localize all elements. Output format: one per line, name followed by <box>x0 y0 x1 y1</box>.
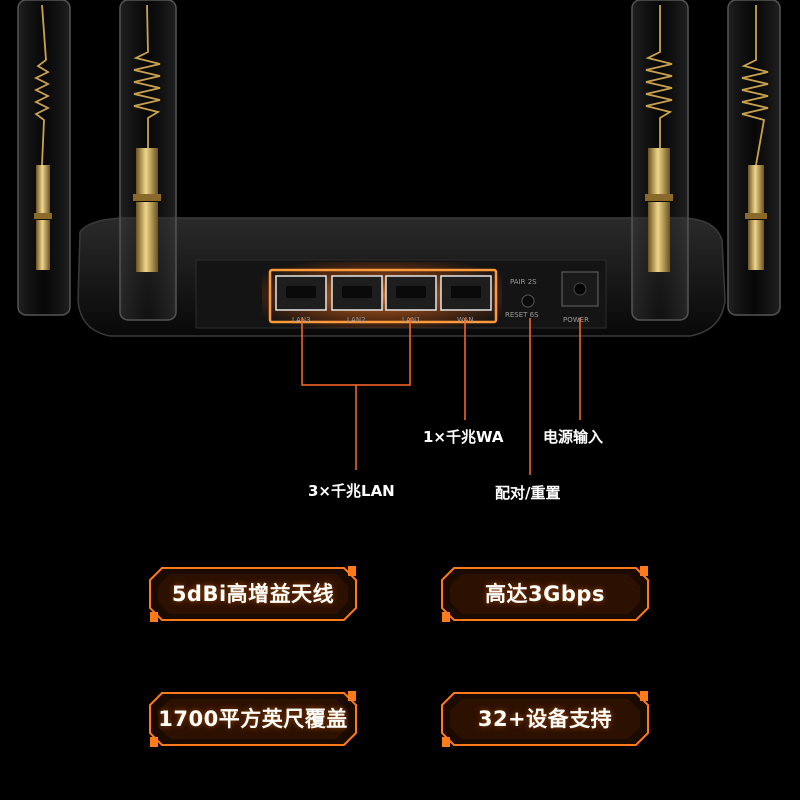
power-socket-hole <box>573 282 587 296</box>
feature-coverage-label: 1700平方英尺覆盖 <box>158 707 348 731</box>
feature-antenna: 5dBi高增益天线 <box>148 566 358 622</box>
feature-box-shapes <box>149 566 649 747</box>
feature-antenna-label: 5dBi高增益天线 <box>171 582 335 606</box>
feature-devices: 32+设备支持 <box>440 691 650 747</box>
callout-power: 电源输入 <box>543 428 604 446</box>
antenna-right-inner <box>631 0 689 321</box>
callout-lan: 3×千兆LAN <box>308 482 395 500</box>
reset-button[interactable] <box>521 294 535 308</box>
feature-speed-label: 高达3Gbps <box>485 582 605 606</box>
port-label-lan2: LAN2 <box>347 316 366 324</box>
port-lan1[interactable] <box>385 275 437 311</box>
feature-speed: 高达3Gbps <box>440 566 650 622</box>
feature-coverage: 1700平方英尺覆盖 <box>148 691 358 747</box>
reset-label: RESET 6S <box>505 311 539 319</box>
antenna-left-outer <box>17 0 71 316</box>
callout-lines <box>301 318 581 475</box>
port-lan2[interactable] <box>331 275 383 311</box>
port-highlight-frame <box>268 268 498 324</box>
antenna-left-inner <box>119 0 177 321</box>
antenna-right-outer <box>727 0 781 316</box>
callout-pair-reset: 配对/重置 <box>495 484 561 502</box>
feature-devices-label: 32+设备支持 <box>477 707 613 731</box>
port-lan3[interactable] <box>275 275 327 311</box>
pair-label: PAIR 2S <box>510 278 537 286</box>
power-label: POWER <box>563 316 589 324</box>
port-label-lan1: LAN1 <box>402 316 421 324</box>
port-wan[interactable] <box>440 275 492 311</box>
callout-wan: 1×千兆WA <box>423 428 504 446</box>
